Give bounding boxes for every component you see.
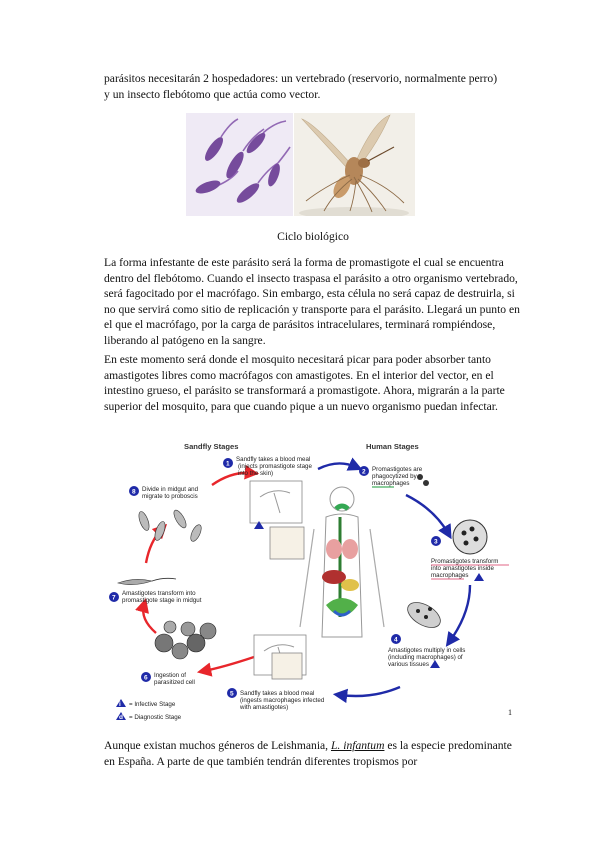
- arrow-4-to-5: [332, 685, 401, 704]
- paragraph-vector-stage: En este momento será donde el mosquito n…: [104, 353, 505, 413]
- step-5-line1: Sandfly takes a blood meal: [240, 690, 314, 697]
- step-6-line1: Ingestion of: [154, 672, 186, 679]
- arrow-8-to-1: [211, 465, 260, 486]
- dividing-promastigotes-illustration: [138, 509, 202, 542]
- step-2-line1: Promastigotes are: [372, 466, 423, 473]
- human-body-illustration: [299, 486, 385, 638]
- species-text-after: es la especie predominante en España. A …: [104, 739, 512, 768]
- step-1-line2: (injects promastigote stage: [238, 463, 313, 470]
- paragraph-infective-form: La forma infestante de este parásito ser…: [104, 256, 520, 347]
- step-6-line2: parasitized cell: [154, 679, 195, 686]
- species-text-before: Aunque existan muchos géneros de Leishma…: [104, 739, 331, 752]
- step-2-badge: [359, 466, 369, 476]
- step-3-badge: [431, 536, 441, 546]
- step-6-number: 6: [144, 675, 148, 682]
- step-8-line1: Divide in midgut and: [142, 486, 199, 493]
- paragraph-species: Aunque existan muchos géneros de Leishma…: [104, 738, 522, 769]
- step-8-number: 8: [132, 489, 136, 496]
- footnote-marker: 1: [508, 708, 512, 717]
- step-8-line2: migrate to proboscis: [142, 493, 198, 500]
- step-7-line1: Amastigotes transform into: [122, 590, 196, 597]
- step-4-line3: various tissues: [388, 661, 429, 668]
- figure-caption: Ciclo biológico: [277, 230, 349, 243]
- infected-macrophage-illustration: [452, 519, 488, 555]
- legend-infective-label: = Infective Stage: [129, 701, 176, 708]
- arrow-5-to-6: [196, 655, 255, 677]
- step-2-number: 2: [362, 469, 366, 476]
- legend-diagnostic-symbol: d: [119, 714, 123, 721]
- step-5-line3: with amastigotes): [239, 704, 288, 711]
- step-4-line1: Amastigotes multiply in cells: [388, 647, 465, 654]
- legend-infective-icon: [116, 699, 126, 707]
- step-1-number: 1: [226, 461, 230, 468]
- step-7-line2: promastigote stage in midgut: [122, 597, 202, 604]
- life-cycle-svg: Sandfly Stages Human Stages 1 Sandfly ta…: [109, 442, 509, 721]
- step-4-badge: [391, 634, 401, 644]
- step-7-number: 7: [112, 595, 116, 602]
- human-stages-title: Human Stages: [366, 442, 419, 451]
- tissue-cells-illustration: [407, 602, 441, 628]
- step-1-sandfly-box: [249, 480, 303, 524]
- step-5-badge: [227, 688, 237, 698]
- step-1-line3: into the skin): [238, 470, 273, 477]
- arrow-6-to-7: [135, 598, 157, 634]
- paragraph-intro-line2: y un insecto flebótomo que actúa como ve…: [104, 88, 321, 101]
- step-5-skin-box: [271, 652, 303, 680]
- species-name-italic: L. infantum: [330, 739, 385, 752]
- step-4-number: 4: [394, 637, 398, 644]
- step-3-line1: Promastigotes transform: [431, 558, 498, 565]
- step-3-diagnostic-marker: [474, 573, 484, 581]
- promastigote-midgut-illustration: [116, 579, 154, 585]
- legend-diagnostic-icon: [116, 712, 126, 720]
- infective-stage-marker: [254, 521, 264, 529]
- step-4-line2: (including macrophages) of: [388, 654, 463, 661]
- macrophage-illustration: [417, 474, 429, 486]
- step-7-badge: [109, 592, 119, 602]
- arrow-2-to-3: [405, 493, 452, 540]
- paragraph-intro-line1: parásitos necesitarán 2 hospedadores: un…: [104, 72, 498, 85]
- step-3-line3: macrophages: [431, 572, 469, 579]
- leishmania-life-cycle-diagram: Sandfly Stages Human Stages 1 Sandfly ta…: [104, 437, 518, 729]
- step-2-line2: phagocytized by: [372, 473, 418, 480]
- step-1-skin-box: [269, 526, 305, 560]
- step-3-line2: into amastigotes inside: [431, 565, 495, 572]
- legend-infective-symbol: i: [119, 701, 121, 708]
- arrow-3-to-4: [445, 584, 472, 647]
- parasitized-cells-illustration: [154, 620, 217, 660]
- step-1-line1: Sandfly takes a blood meal: [236, 456, 310, 463]
- step-4-diagnostic-marker: [430, 660, 440, 668]
- step-1-badge: [223, 458, 233, 468]
- step-3-number: 3: [434, 539, 438, 546]
- step-5-line2: (ingests macrophages infected: [240, 697, 325, 704]
- legend-diagnostic-label: = Diagnostic Stage: [129, 714, 182, 721]
- sandfly-photo: [294, 113, 415, 216]
- promastigote-micrograph: [186, 113, 293, 216]
- step-2-line3: macrophages: [372, 480, 410, 487]
- step-6-badge: [141, 672, 151, 682]
- step-8-badge: [129, 486, 139, 496]
- sandfly-stages-title: Sandfly Stages: [184, 442, 238, 451]
- step-5-number: 5: [230, 691, 234, 698]
- arrow-1-to-2: [317, 457, 363, 471]
